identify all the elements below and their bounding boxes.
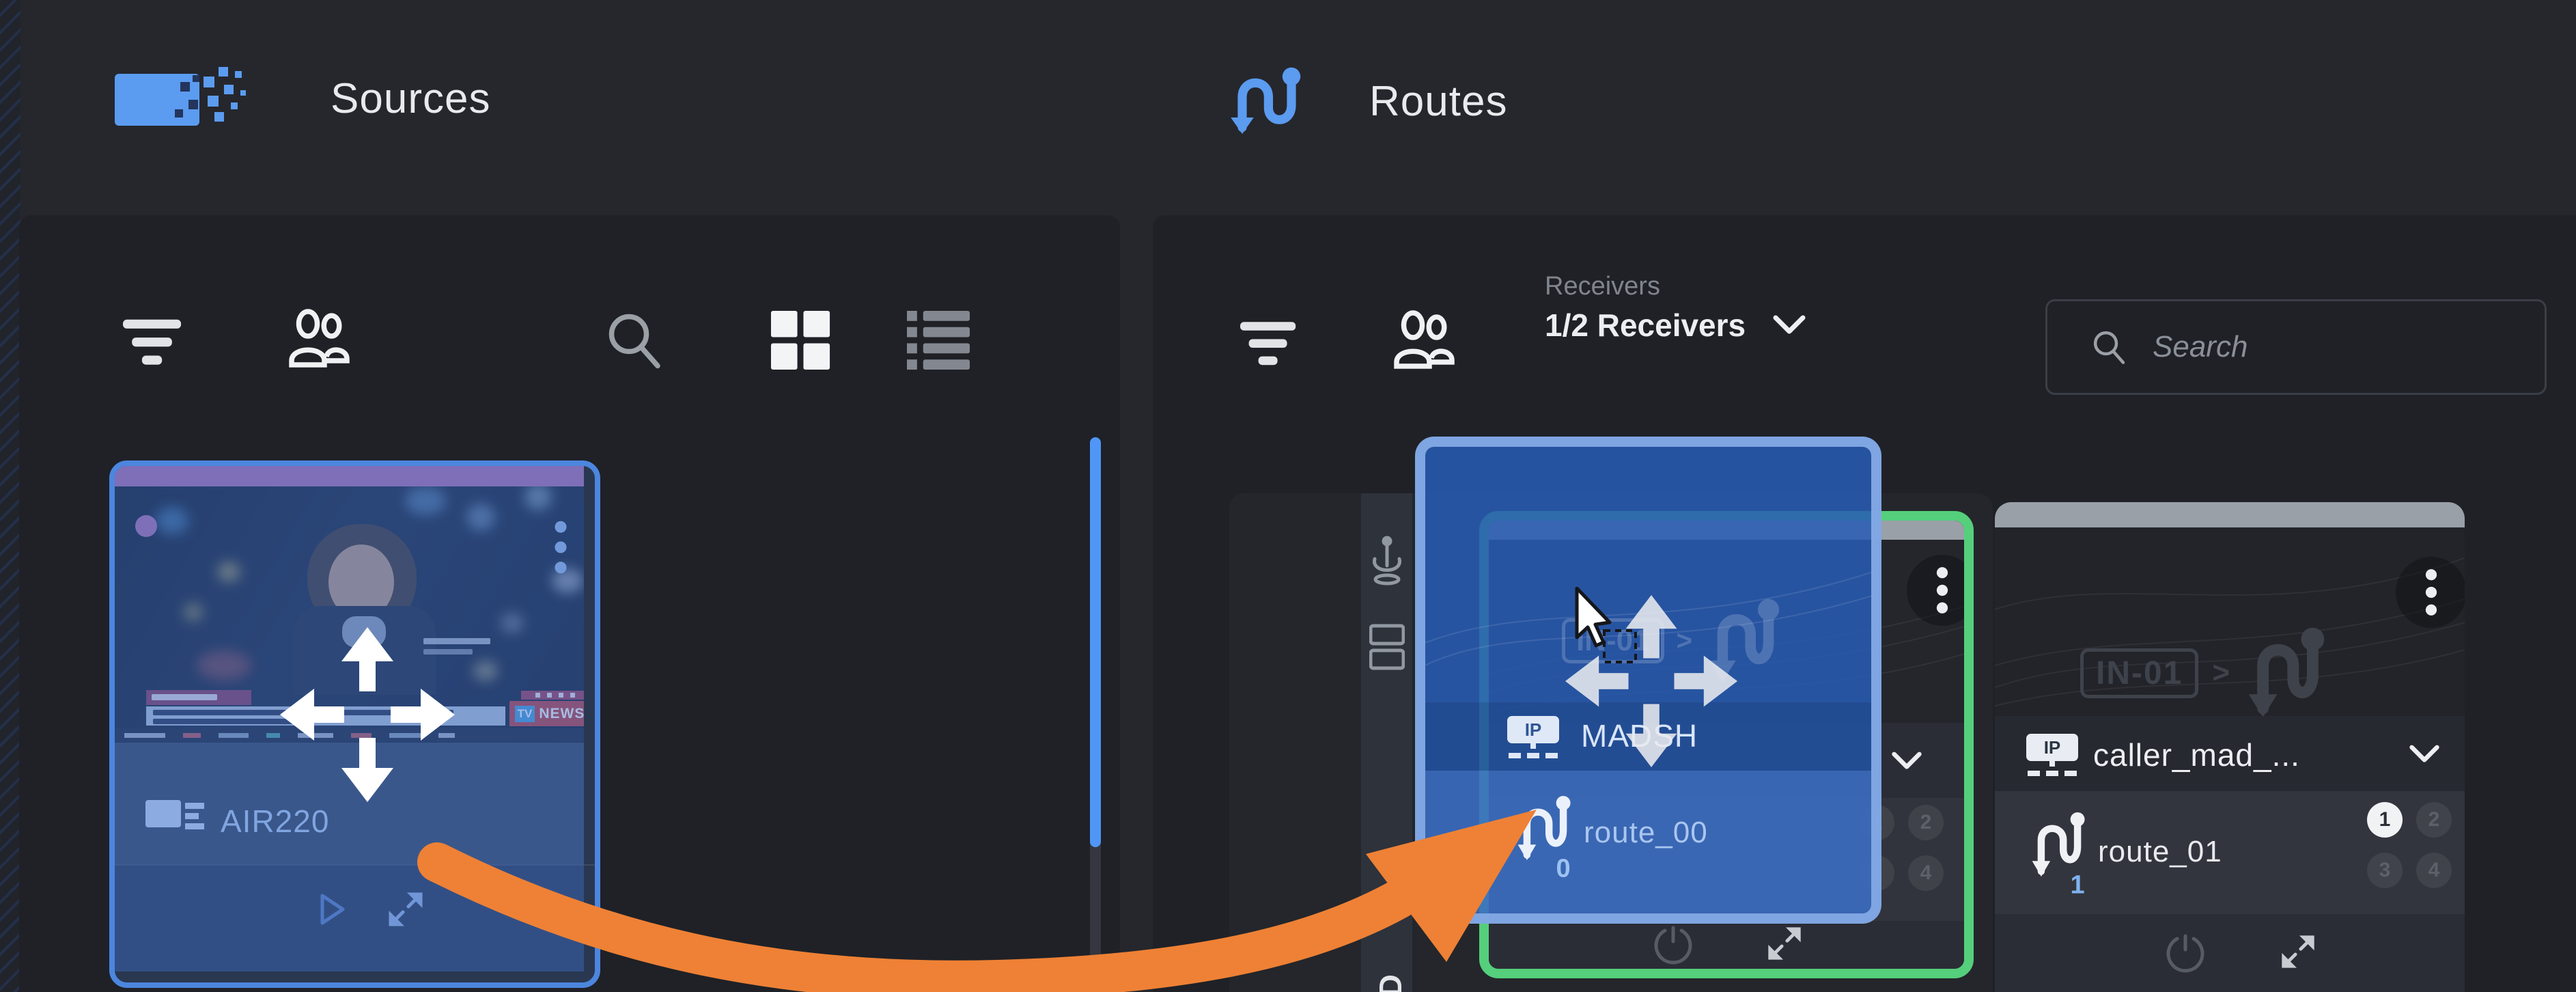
receiver-card-name: caller_mad_... — [2093, 737, 2300, 773]
routes-icon — [1226, 60, 1308, 142]
sources-scrollbar-thumb[interactable] — [1090, 437, 1101, 847]
source-card-menu-icon[interactable] — [552, 521, 570, 574]
output-circle[interactable]: 4 — [1908, 855, 1944, 891]
chevron-down-icon[interactable] — [2408, 743, 2441, 765]
power-icon[interactable] — [1653, 924, 1694, 965]
search-placeholder: Search — [2153, 330, 2248, 363]
move-cursor-icon — [1564, 594, 1739, 769]
chevron-down-icon — [1772, 314, 1807, 337]
ip-device-icon: IP — [2025, 732, 2080, 777]
sources-icon — [115, 63, 249, 134]
route-icon: 0 — [1513, 790, 1578, 879]
source-card-thumbnail: TV NEWS — [115, 486, 584, 743]
receivers-dropdown[interactable]: Receivers 1/2 Receivers — [1545, 272, 1807, 344]
receiver-card-name-row[interactable]: IP caller_mad_... — [1995, 716, 2465, 791]
svg-text:IP: IP — [1525, 719, 1542, 740]
receiver-card[interactable]: IN-01 > IP — [1995, 502, 2465, 992]
background-pattern — [0, 0, 20, 992]
caption-text — [423, 638, 490, 655]
receiver-card-route-row[interactable]: 1 route_01 1 2 3 4 — [1995, 791, 2465, 914]
routes-filter-button[interactable] — [1240, 314, 1298, 372]
ghost-route-name: route_00 — [1584, 816, 1708, 849]
drop-card-footer — [1489, 921, 1964, 969]
ghost-route-row: 0 route_00 — [1425, 771, 1871, 913]
sources-list-view-button[interactable] — [907, 309, 970, 372]
group-panels-icon[interactable] — [1369, 623, 1405, 672]
route-icon: 1 — [2027, 806, 2092, 895]
routes-group-button[interactable] — [1390, 309, 1456, 374]
sources-title: Sources — [331, 74, 491, 122]
receiver-card-status-strip — [1995, 502, 2465, 527]
output-circle[interactable]: 2 — [2416, 802, 2452, 838]
sources-header: Sources — [115, 63, 490, 134]
expand-icon[interactable] — [1765, 924, 1804, 963]
routes-header: Routes — [1226, 60, 1507, 142]
receiver-card-menu-icon[interactable] — [2396, 557, 2465, 628]
source-card-air220[interactable]: TV NEWS — [109, 460, 600, 988]
sources-group-button[interactable] — [285, 307, 351, 373]
receiver-card-footer — [1995, 914, 2465, 992]
ip-device-icon: IP — [1506, 715, 1560, 760]
search-icon — [2090, 327, 2129, 367]
output-circle[interactable]: 3 — [2367, 853, 2403, 888]
source-card-status-strip — [115, 466, 584, 486]
output-circle[interactable]: 2 — [1908, 805, 1944, 840]
receivers-label: Receivers — [1545, 272, 1660, 301]
mouse-cursor — [1574, 587, 1663, 676]
output-circle-active[interactable]: 1 — [2367, 802, 2403, 838]
record-indicator — [135, 515, 157, 537]
route-name: route_01 — [2098, 835, 2222, 868]
move-cursor-icon — [279, 626, 456, 803]
svg-text:0: 0 — [1556, 855, 1571, 879]
sources-search-button[interactable] — [602, 307, 668, 373]
source-card-name-row: AIR220 — [115, 743, 584, 864]
tv-news-logo: TV NEWS — [509, 701, 584, 726]
sources-filter-button[interactable] — [123, 312, 183, 372]
routes-title: Routes — [1369, 77, 1508, 125]
receiver-watermark: IN-01 > — [2080, 615, 2332, 716]
expand-icon[interactable] — [2278, 932, 2318, 972]
source-type-icon — [145, 796, 206, 838]
play-icon[interactable] — [311, 890, 350, 928]
svg-text:1: 1 — [2071, 871, 2085, 895]
source-card-name: AIR220 — [221, 803, 330, 839]
receiver-group-strip[interactable]: MADRID — [1361, 493, 1412, 992]
group-deploy-icon[interactable] — [1369, 536, 1405, 590]
svg-text:IP: IP — [2044, 737, 2061, 758]
power-icon[interactable] — [2165, 932, 2206, 973]
routes-search-input[interactable]: Search — [2045, 299, 2547, 395]
receiver-card-thumbnail: IN-01 > — [1995, 527, 2465, 716]
drag-ghost-card: IN-01 > IP — [1415, 437, 1881, 924]
chevron-down-icon[interactable] — [1890, 750, 1923, 772]
receivers-value: 1/2 Receivers — [1545, 307, 1746, 343]
group-label: MADRID — [1372, 973, 1409, 992]
output-circle[interactable]: 4 — [2416, 853, 2452, 888]
drop-card-menu-icon[interactable] — [1907, 555, 1964, 626]
sources-grid-view-button[interactable] — [769, 309, 832, 372]
